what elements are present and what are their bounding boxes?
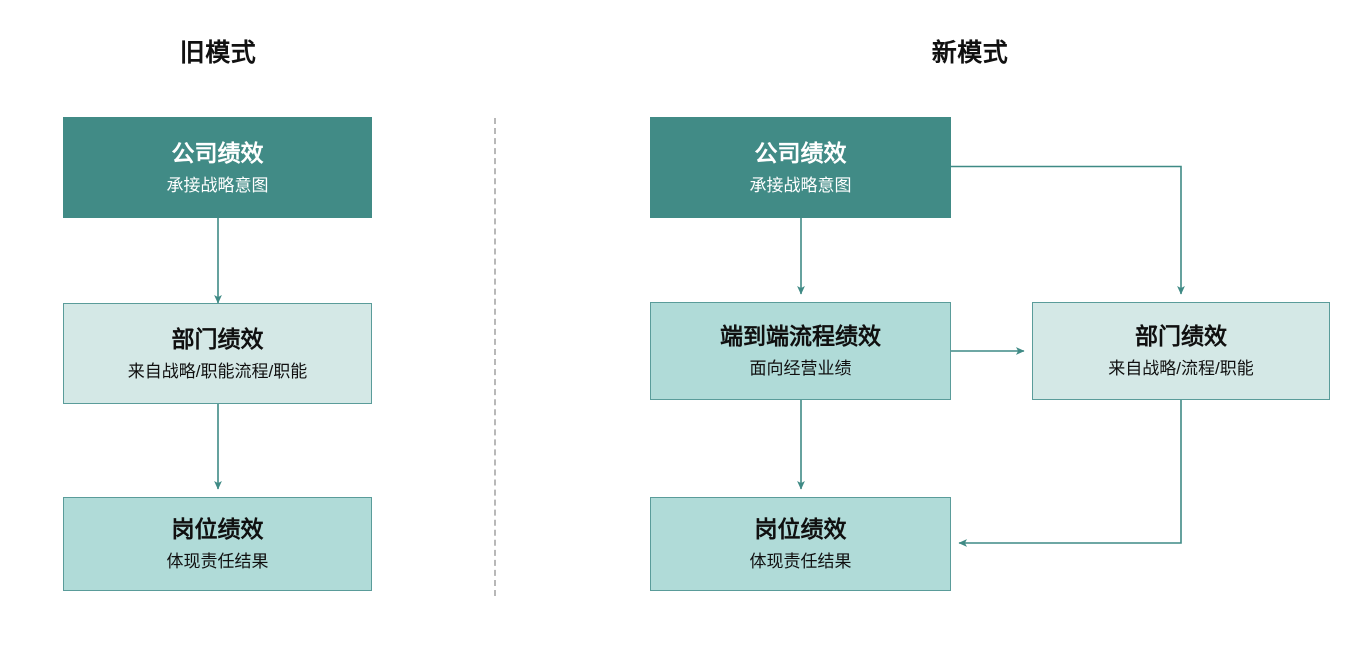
node-subtitle: 承接战略意图	[166, 175, 269, 195]
panel-divider	[494, 118, 496, 596]
node-subtitle: 来自战略/流程/职能	[1108, 359, 1254, 379]
panel-title-old-mode: 旧模式	[179, 39, 257, 67]
edge-new-department-to-position	[958, 400, 1182, 547]
panel-title-new-mode: 新模式	[931, 39, 1009, 67]
edge-new-company-to-department	[951, 165, 1185, 295]
node-subtitle: 面向经营业绩	[749, 359, 852, 379]
node-subtitle: 体现责任结果	[749, 552, 852, 572]
node-old-department-performance[interactable]: 部门绩效 来自战略/职能流程/职能	[63, 303, 372, 404]
node-subtitle: 来自战略/职能流程/职能	[127, 361, 308, 381]
node-new-company-performance[interactable]: 公司绩效 承接战略意图	[650, 117, 951, 218]
node-old-company-performance[interactable]: 公司绩效 承接战略意图	[63, 117, 372, 218]
node-title: 部门绩效	[1135, 323, 1227, 349]
node-title: 公司绩效	[754, 139, 847, 166]
node-title: 公司绩效	[171, 139, 264, 166]
node-title: 岗位绩效	[171, 516, 264, 542]
node-new-process-performance[interactable]: 端到端流程绩效 面向经营业绩	[650, 302, 951, 400]
node-new-department-performance[interactable]: 部门绩效 来自战略/流程/职能	[1032, 302, 1330, 400]
node-title: 端到端流程绩效	[720, 323, 881, 349]
node-old-position-performance[interactable]: 岗位绩效 体现责任结果	[63, 497, 372, 591]
node-new-position-performance[interactable]: 岗位绩效 体现责任结果	[650, 497, 951, 591]
node-title: 岗位绩效	[754, 516, 847, 542]
node-title: 部门绩效	[171, 325, 264, 352]
node-subtitle: 承接战略意图	[749, 175, 852, 195]
node-subtitle: 体现责任结果	[166, 552, 269, 572]
